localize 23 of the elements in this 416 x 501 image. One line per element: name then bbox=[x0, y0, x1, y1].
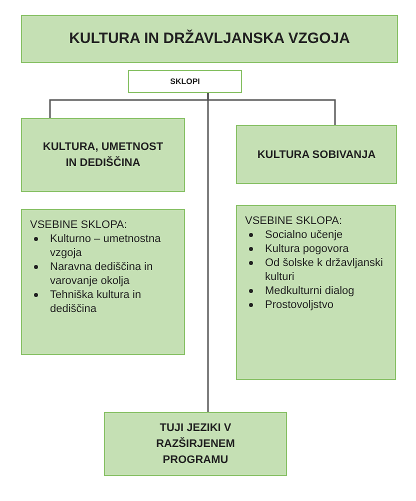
box-label: SKLOPI bbox=[169, 76, 201, 88]
box-label: KULTURA, UMETNOST IN DEDIŠČINA bbox=[42, 140, 164, 171]
bullet-item: Socialno učenje bbox=[265, 229, 343, 241]
topic-box bbox=[21, 118, 185, 192]
bullet-item: Medkulturni dialog bbox=[265, 285, 354, 297]
category-box bbox=[128, 70, 242, 93]
bullet-item: Od šolske k državljanski kulturi bbox=[265, 257, 383, 283]
title-box bbox=[21, 15, 398, 63]
topic-box bbox=[104, 412, 287, 476]
box-label: KULTURA SOBIVANJA bbox=[256, 148, 377, 162]
topic-box bbox=[236, 125, 397, 184]
connector-line bbox=[207, 93, 209, 412]
box-label: TUJI JEZIKI V RAZŠIRJENEM PROGRAMU bbox=[155, 421, 236, 468]
bullet-item: Prostovoljstvo bbox=[265, 299, 334, 311]
content-box bbox=[21, 209, 185, 355]
bullet-item: Tehniška kultura in dediščina bbox=[50, 289, 142, 315]
box-label: KULTURA IN DRŽAVLJANSKA VZGOJA bbox=[68, 28, 351, 49]
bullet-item: Naravna dediščina in varovanje okolja bbox=[50, 261, 153, 287]
list-heading: VSEBINE SKLOPA: bbox=[245, 214, 344, 228]
content-box bbox=[236, 205, 396, 380]
bullet-item: Kultura pogovora bbox=[265, 243, 349, 255]
list-heading: VSEBINE SKLOPA: bbox=[30, 218, 128, 232]
bullet-item: Kulturno – umetnostna vzgoja bbox=[50, 233, 161, 259]
